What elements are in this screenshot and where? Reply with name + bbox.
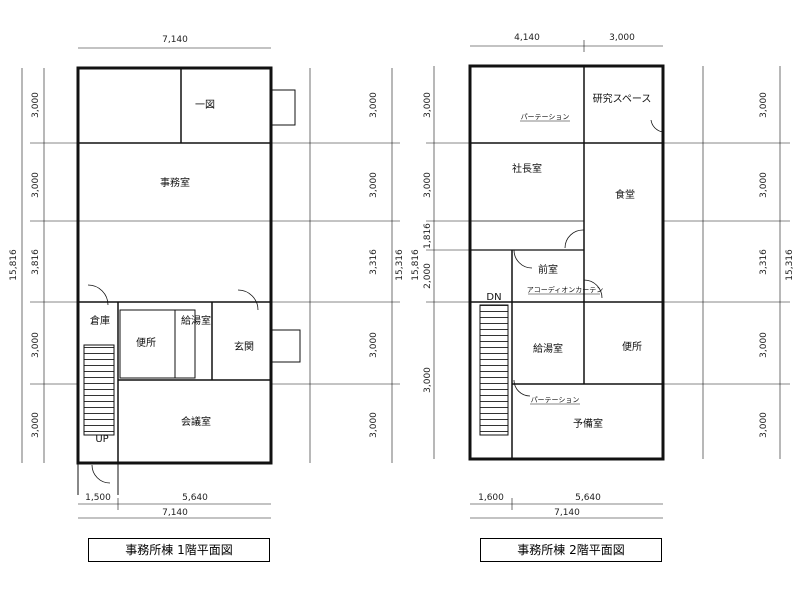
floor1-room-storage: 倉庫 xyxy=(90,314,110,327)
floor2-room-front: 前室 xyxy=(538,263,558,276)
floor2-outer-wall xyxy=(468,64,665,461)
floor2-dim-top-left: 4,140 xyxy=(514,33,540,43)
floor1-left-seg: 3,000 xyxy=(31,412,41,438)
floor1-dim-bottom-left: 1,500 xyxy=(85,493,111,503)
floor1-room-kitchen: 給湯室 xyxy=(181,314,211,327)
floor1-plan xyxy=(21,47,400,519)
floor2-room-kitchen: 給湯室 xyxy=(533,342,563,355)
floor2-left-segments: 3,000 3,000 1,816 2,000 3,000 xyxy=(423,92,433,393)
floor2-left-seg: 3,000 xyxy=(423,172,433,198)
floor2-stairs-down: DN xyxy=(486,292,501,303)
floor2-left-seg: 3,000 xyxy=(423,92,433,118)
floor1-stairs xyxy=(83,344,115,436)
floor2-dim-bottom-total: 7,140 xyxy=(554,508,580,518)
floor2-note-partition2: アコーディオンカーテン xyxy=(527,285,604,294)
floor1-caption: 事務所棟 1階平面図 xyxy=(88,538,270,562)
floor1-left-seg: 3,000 xyxy=(31,332,41,358)
floor1-right-seg: 3,000 xyxy=(369,172,379,198)
floor1-left-seg: 3,000 xyxy=(31,172,41,198)
floor2-room-president: 社長室 xyxy=(512,162,542,175)
floor2-left-seg: 3,000 xyxy=(423,367,433,393)
floor2-right-seg: 3,000 xyxy=(759,412,769,438)
floor2-room-spare: 予備室 xyxy=(573,417,603,430)
floor1-outer-wall xyxy=(76,66,273,465)
floor1-left-seg: 3,816 xyxy=(31,249,41,275)
floor1-right-seg: 3,000 xyxy=(369,92,379,118)
floor1-stairs-up: UP xyxy=(95,434,108,445)
floor1-left-seg: 3,000 xyxy=(31,92,41,118)
floor2-dim-bottom-right: 5,640 xyxy=(575,493,601,503)
floor2-right-seg: 3,000 xyxy=(759,332,769,358)
floor1-room-office: 事務室 xyxy=(160,176,190,189)
floor1-dim-bottom-right: 5,640 xyxy=(182,493,208,503)
floor1-right-segments: 3,000 3,000 3,316 3,000 3,000 xyxy=(369,92,379,438)
floor2-room-research: 研究スペース xyxy=(593,92,652,105)
floor2-room-dining: 食堂 xyxy=(615,188,635,201)
floor2-plan xyxy=(426,40,790,519)
floor2-dim-bottom-left: 1,600 xyxy=(478,493,504,503)
floor2-right-seg: 3,000 xyxy=(759,92,769,118)
floor2-right-segments: 3,000 3,000 3,316 3,000 3,000 xyxy=(759,92,769,438)
floor1-dim-left-total: 15,816 xyxy=(9,249,19,281)
floor2-right-seg: 3,000 xyxy=(759,172,769,198)
floor1-room-toilet: 便所 xyxy=(136,336,156,349)
floor2-dim-right-total: 15,316 xyxy=(785,249,795,281)
floor2-right-seg: 3,316 xyxy=(759,249,769,275)
floor1-right-seg: 3,000 xyxy=(369,332,379,358)
floor2-left-seg: 1,816 xyxy=(423,223,433,249)
floor1-dim-top: 7,140 xyxy=(162,35,188,45)
floor2-left-seg: 2,000 xyxy=(423,263,433,289)
floor2-room-toilet: 便所 xyxy=(622,340,642,353)
floor1-room-top: 一図 xyxy=(195,99,215,111)
floor1-right-seg: 3,000 xyxy=(369,412,379,438)
floor1-room-meeting: 会議室 xyxy=(181,415,211,428)
floor1-dim-bottom-total: 7,140 xyxy=(162,508,188,518)
floor2-note-partition3: パーテーション xyxy=(531,396,580,404)
floor1-left-segments: 3,000 3,000 3,816 3,000 3,000 xyxy=(31,92,41,438)
floor2-stairs xyxy=(479,304,509,436)
floor1-dim-right-total: 15,316 xyxy=(395,249,405,281)
floor2-dim-top-right: 3,000 xyxy=(609,33,635,43)
floor1-right-seg: 3,316 xyxy=(369,249,379,275)
floor2-dim-left-total: 15,816 xyxy=(411,249,421,281)
floor1-room-entrance: 玄関 xyxy=(234,340,254,353)
floor2-note-partition1: パーテーション xyxy=(521,113,570,121)
floor2-caption: 事務所棟 2階平面図 xyxy=(480,538,662,562)
